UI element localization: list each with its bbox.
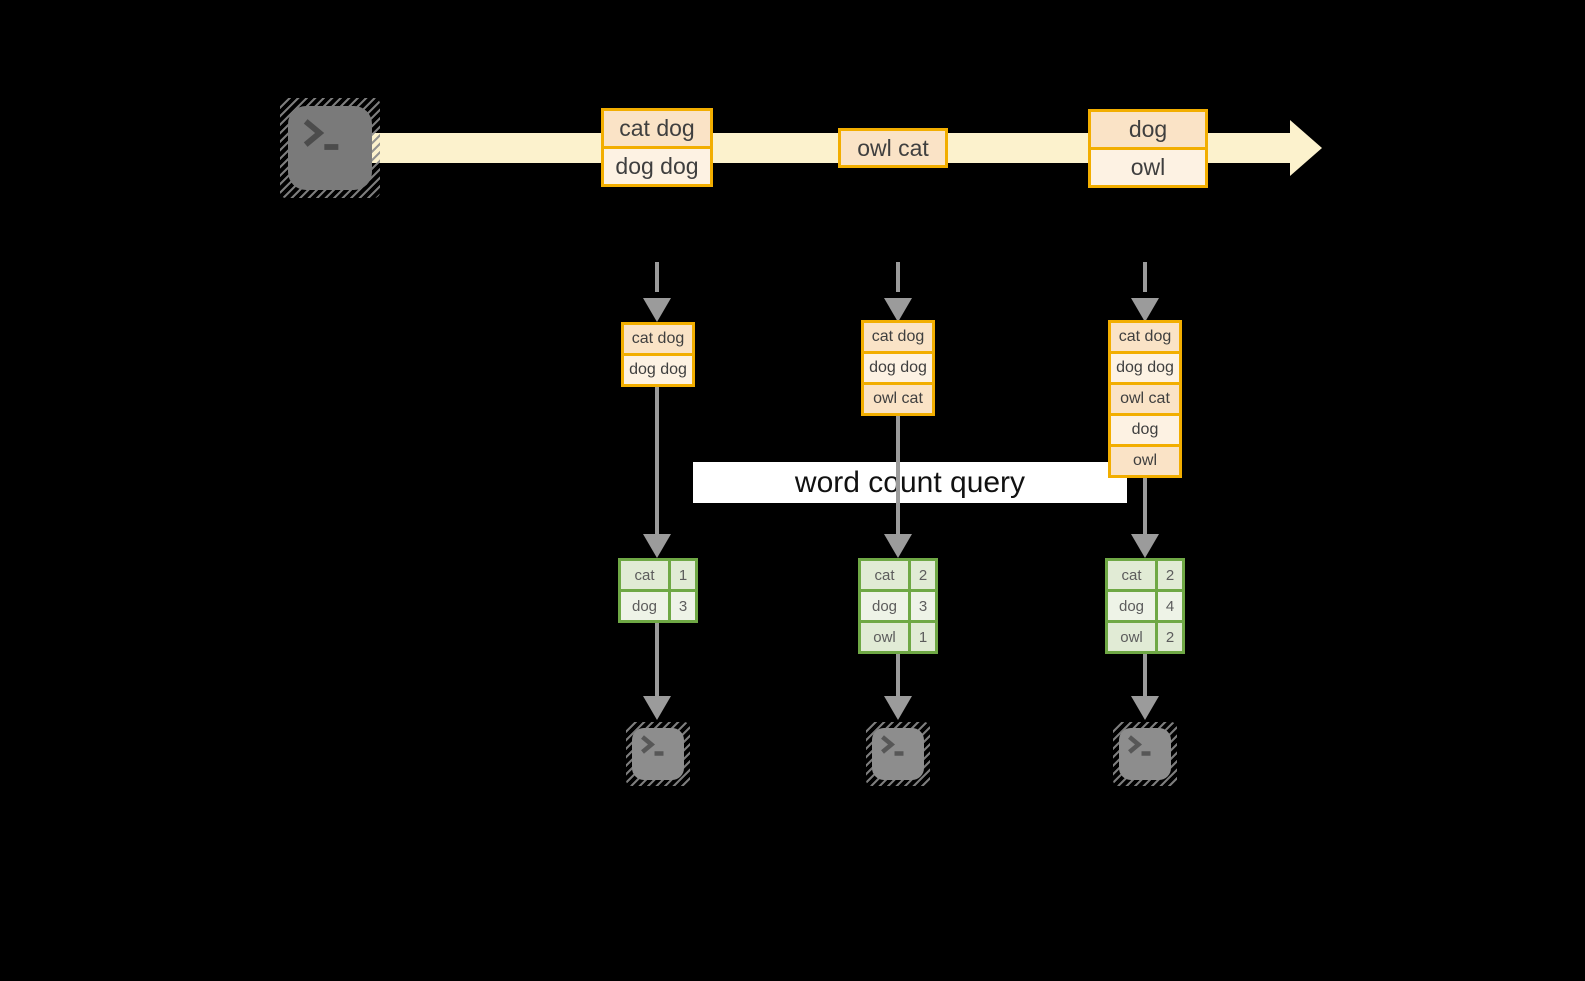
source-terminal-icon xyxy=(280,98,380,198)
word-count-table-1: cat 1 dog 3 xyxy=(618,558,698,623)
sink-terminal-icon xyxy=(866,722,930,786)
ingest-arrow-dash xyxy=(1143,262,1147,292)
buffer-cell: owl cat xyxy=(864,385,932,413)
output-arrowhead-icon xyxy=(1131,696,1159,720)
word-count-table-3: cat 2 dog 4 owl 2 xyxy=(1105,558,1185,654)
ingest-arrowhead-icon xyxy=(643,298,671,322)
buffer-cell: cat dog xyxy=(624,325,692,353)
query-label: word count query xyxy=(693,462,1127,503)
buffer-cell: cat dog xyxy=(864,323,932,351)
table-word-cell: dog xyxy=(621,592,668,620)
buffer-cell: owl cat xyxy=(1111,385,1179,413)
output-line xyxy=(1143,654,1147,696)
flow-line xyxy=(655,387,659,534)
table-word-cell: owl xyxy=(861,623,908,651)
event-cell: dog dog xyxy=(604,149,710,184)
ingest-arrowhead-icon xyxy=(1131,298,1159,322)
terminal-prompt-icon xyxy=(641,735,664,756)
table-count-cell: 2 xyxy=(1158,623,1182,651)
received-buffer-1: cat dog dog dog xyxy=(621,322,695,387)
buffer-cell: dog dog xyxy=(624,356,692,384)
output-line xyxy=(896,654,900,696)
table-count-cell: 3 xyxy=(911,592,935,620)
event-cell: owl cat xyxy=(841,131,945,165)
table-word-cell: owl xyxy=(1108,623,1155,651)
table-count-cell: 1 xyxy=(911,623,935,651)
sink-terminal-icon xyxy=(1113,722,1177,786)
received-buffer-3: cat dog dog dog owl cat dog owl xyxy=(1108,320,1182,478)
table-word-cell: dog xyxy=(1108,592,1155,620)
event-box-2: owl cat xyxy=(838,128,948,168)
table-word-cell: cat xyxy=(621,561,668,589)
output-arrowhead-icon xyxy=(643,696,671,720)
terminal-prompt-icon xyxy=(1128,735,1151,756)
table-word-cell: cat xyxy=(1108,561,1155,589)
flow-arrowhead-icon xyxy=(884,534,912,558)
ingest-arrowhead-icon xyxy=(884,298,912,322)
table-count-cell: 2 xyxy=(1158,561,1182,589)
table-count-cell: 4 xyxy=(1158,592,1182,620)
stream-arrowhead-icon xyxy=(1290,120,1322,176)
event-cell: dog xyxy=(1091,112,1205,147)
output-line xyxy=(655,623,659,696)
flow-arrowhead-icon xyxy=(1131,534,1159,558)
buffer-cell: dog dog xyxy=(1111,354,1179,382)
event-cell: cat dog xyxy=(604,111,710,146)
buffer-cell: dog xyxy=(1111,416,1179,444)
buffer-cell: cat dog xyxy=(1111,323,1179,351)
buffer-cell: owl xyxy=(1111,447,1179,475)
table-count-cell: 2 xyxy=(911,561,935,589)
word-count-table-2: cat 2 dog 3 owl 1 xyxy=(858,558,938,654)
event-box-3: dog owl xyxy=(1088,109,1208,188)
ingest-arrow-dash xyxy=(896,262,900,292)
flow-line xyxy=(896,416,900,534)
received-buffer-2: cat dog dog dog owl cat xyxy=(861,320,935,416)
buffer-cell: dog dog xyxy=(864,354,932,382)
table-word-cell: dog xyxy=(861,592,908,620)
terminal-prompt-icon xyxy=(881,735,904,756)
table-count-cell: 1 xyxy=(671,561,695,589)
table-word-cell: cat xyxy=(861,561,908,589)
event-box-1: cat dog dog dog xyxy=(601,108,713,187)
flow-arrowhead-icon xyxy=(643,534,671,558)
flow-line xyxy=(1143,478,1147,534)
table-count-cell: 3 xyxy=(671,592,695,620)
event-cell: owl xyxy=(1091,150,1205,185)
sink-terminal-icon xyxy=(626,722,690,786)
output-arrowhead-icon xyxy=(884,696,912,720)
ingest-arrow-dash xyxy=(655,262,659,292)
terminal-prompt-icon xyxy=(303,119,339,150)
